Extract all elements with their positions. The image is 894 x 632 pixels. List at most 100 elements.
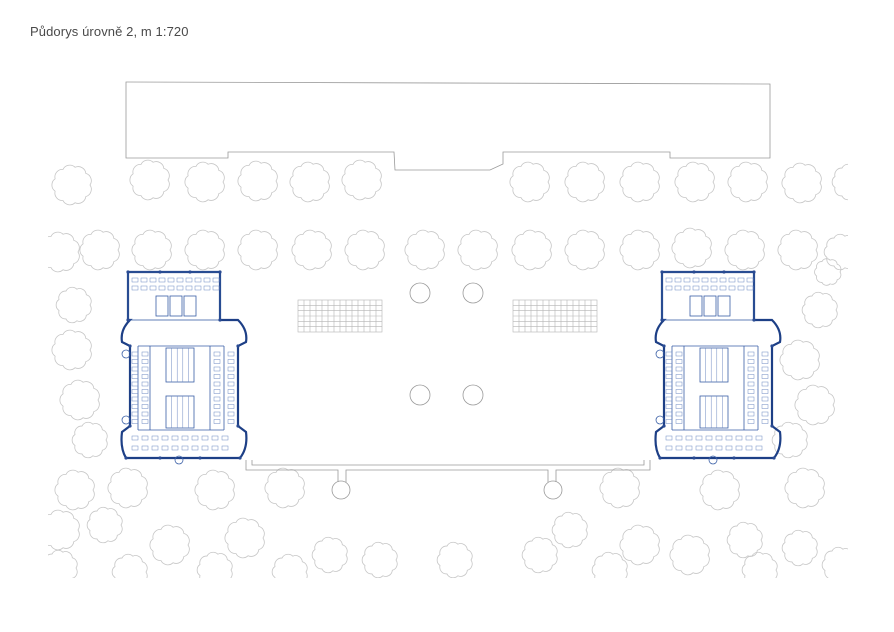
desk <box>665 351 673 357</box>
desk <box>761 351 769 357</box>
tree-icon <box>51 164 92 206</box>
tree-icon <box>344 229 385 271</box>
spiral-stair <box>655 349 665 359</box>
desk <box>141 374 149 379</box>
tree-icon <box>54 469 95 511</box>
tree-icon <box>521 536 558 574</box>
tree-icon <box>509 161 550 203</box>
desk <box>728 277 736 283</box>
desk <box>131 351 139 357</box>
tree-icon <box>821 546 848 578</box>
meeting-room <box>703 295 717 317</box>
desk <box>665 404 673 409</box>
desk <box>167 277 175 283</box>
desk <box>747 351 755 357</box>
tree-icon <box>224 517 265 559</box>
desk <box>211 435 219 441</box>
entrance-node <box>174 455 184 465</box>
desk <box>141 359 149 364</box>
tree-icon <box>55 286 92 324</box>
tree-icon <box>271 553 308 578</box>
column-icon <box>772 456 776 460</box>
tree-icon <box>129 159 170 201</box>
desk <box>692 277 700 283</box>
desk <box>705 445 713 451</box>
desk <box>131 277 139 283</box>
desk <box>747 411 755 417</box>
desk <box>665 374 673 379</box>
tree-icon <box>699 469 740 511</box>
tree-icon <box>771 421 808 459</box>
column-icon <box>752 318 756 322</box>
desk <box>710 285 718 291</box>
desk <box>747 396 755 402</box>
desk <box>746 277 754 283</box>
desk <box>725 445 733 451</box>
tree-icon <box>48 549 78 578</box>
column-icon <box>658 456 662 460</box>
desk <box>131 359 139 364</box>
desk <box>675 351 683 357</box>
desk <box>227 389 235 394</box>
desk <box>761 374 769 379</box>
desk <box>747 359 755 364</box>
building-right <box>654 270 782 465</box>
desk <box>715 435 723 441</box>
pergola-grid-right <box>512 299 598 333</box>
tree-icon <box>289 161 330 203</box>
tree-icon <box>801 291 838 329</box>
desk <box>140 285 148 291</box>
meeting-room <box>183 295 197 317</box>
tree-icon <box>674 161 715 203</box>
desk <box>213 351 221 357</box>
desk <box>675 366 683 372</box>
desk <box>761 366 769 372</box>
desk <box>191 445 199 451</box>
desk <box>131 435 139 441</box>
tree-icon <box>564 229 605 271</box>
desk <box>695 435 703 441</box>
tree-icon <box>777 229 818 271</box>
entrance-node <box>708 455 718 465</box>
desk <box>745 435 753 441</box>
tree-icon <box>784 467 825 509</box>
desk <box>141 419 149 424</box>
column-icon <box>126 270 130 274</box>
building-left <box>120 270 248 465</box>
tree-icon <box>361 541 398 578</box>
desk <box>675 381 683 387</box>
desk <box>735 435 743 441</box>
desk <box>719 285 727 291</box>
column-icon <box>770 344 774 348</box>
desk <box>665 396 673 402</box>
desk <box>747 366 755 372</box>
tree-icon <box>51 329 92 371</box>
tree-icon <box>831 163 848 201</box>
tree-icon <box>511 229 552 271</box>
tree-icon <box>404 229 445 271</box>
desk <box>149 285 157 291</box>
desk <box>683 277 691 283</box>
tree-icon <box>237 160 278 202</box>
desk <box>747 404 755 409</box>
tree-icon <box>727 161 768 203</box>
desk <box>755 435 763 441</box>
desk <box>213 404 221 409</box>
spiral-stair <box>121 415 131 425</box>
column-icon <box>128 424 132 428</box>
desk <box>761 419 769 424</box>
desk <box>665 277 673 283</box>
meeting-room <box>155 295 169 317</box>
desk <box>171 445 179 451</box>
tree-icon <box>149 524 190 566</box>
desk <box>141 435 149 441</box>
desk <box>227 411 235 417</box>
desk <box>194 277 202 283</box>
tree-icon <box>564 161 605 203</box>
spiral-stair <box>655 415 665 425</box>
desk <box>158 285 166 291</box>
desk <box>191 435 199 441</box>
desk <box>131 419 139 424</box>
spiral-stair <box>121 349 131 359</box>
desk <box>227 366 235 372</box>
